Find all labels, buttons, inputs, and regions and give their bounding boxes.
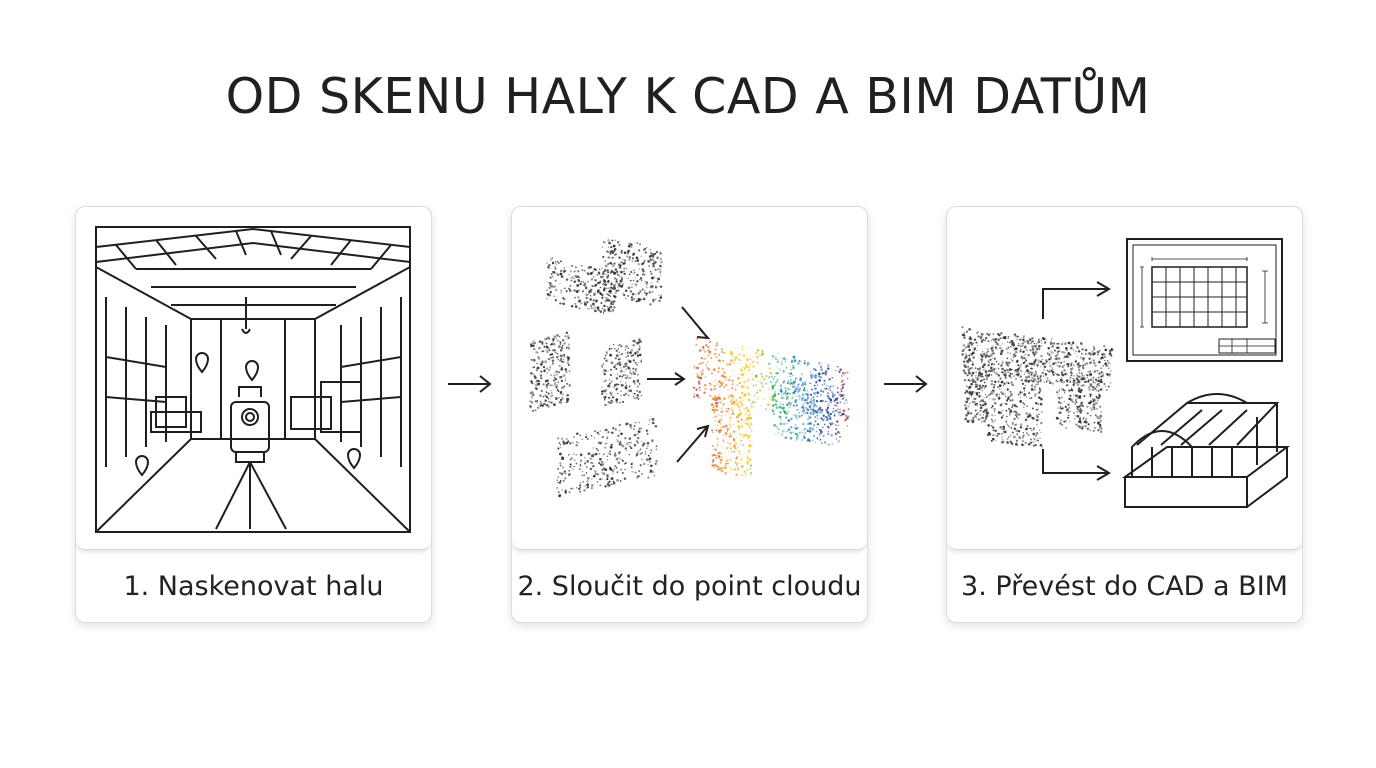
step-1-label: 1. Naskenovat halu [123,571,384,602]
point-cloud-icon [529,239,850,498]
step-2-illustration [512,207,867,550]
cad-bim-icon [961,238,1290,508]
arrow-right-icon [884,375,928,393]
step-card-3: 3. Převést do CAD a BIM [946,206,1303,623]
step-1-illustration [76,207,431,550]
step-card-1: 1. Naskenovat halu [75,206,432,623]
step-2-label: 2. Sloučit do point cloudu [517,571,862,602]
step-3-illustration [947,207,1302,550]
arrow-right-icon [448,375,492,393]
step-card-2: 2. Sloučit do point cloudu [511,206,868,623]
page-title: OD SKENU HALY K CAD A BIM DATŮM [225,68,1151,125]
step-3-label: 3. Převést do CAD a BIM [961,571,1288,602]
warehouse-scanner-icon [95,226,411,533]
